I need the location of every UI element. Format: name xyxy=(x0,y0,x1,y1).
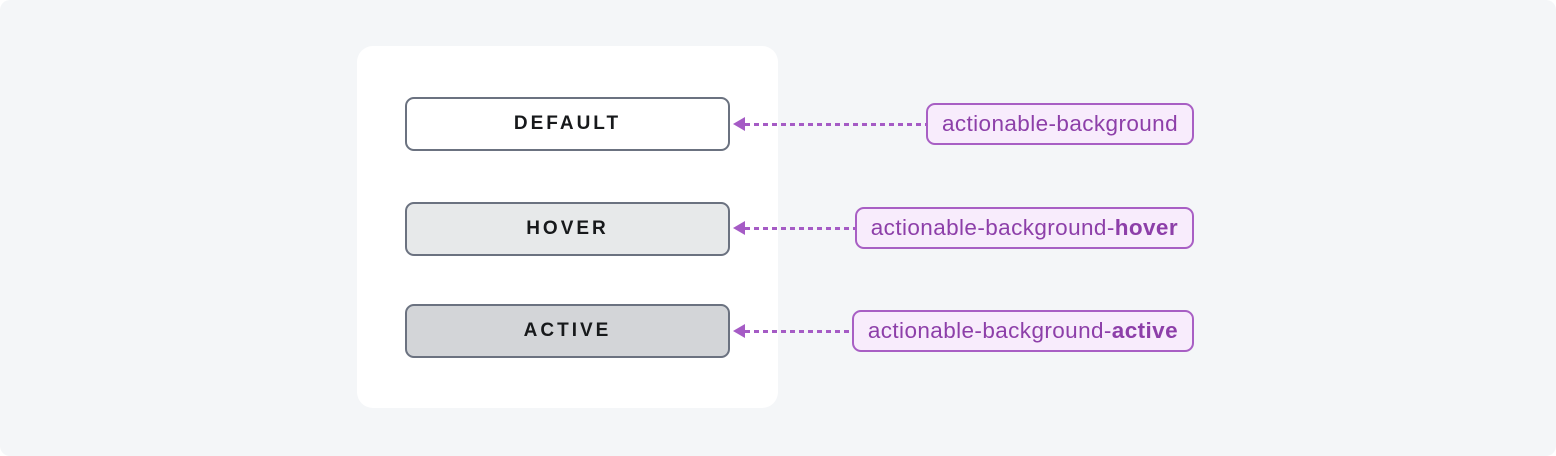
token-label-active: actionable-background-active xyxy=(851,310,1194,352)
active-state-button[interactable]: ACTIVE xyxy=(405,304,730,358)
annotation-row-hover: actionable-background-hover xyxy=(733,207,1194,249)
arrow-dashed-line xyxy=(745,122,926,126)
token-label-default: actionable-background xyxy=(925,103,1194,145)
token-text-bold: hover xyxy=(1114,215,1178,240)
token-text: actionable-background- xyxy=(867,318,1112,343)
token-label-hover: actionable-background-hover xyxy=(854,207,1194,249)
arrow-dashed-line xyxy=(745,226,855,230)
annotation-row-active: actionable-background-active xyxy=(733,310,1194,352)
arrow-left-icon xyxy=(733,324,745,338)
hover-state-button[interactable]: HOVER xyxy=(405,202,730,256)
token-text-bold: active xyxy=(1111,318,1178,343)
token-text: actionable-background xyxy=(941,111,1178,136)
arrow-left-icon xyxy=(733,221,745,235)
states-card: DEFAULT HOVER ACTIVE xyxy=(357,46,778,408)
token-text: actionable-background- xyxy=(870,215,1115,240)
arrow-dashed-line xyxy=(745,329,852,333)
arrow-left-icon xyxy=(733,117,745,131)
default-state-button[interactable]: DEFAULT xyxy=(405,97,730,151)
annotation-row-default: actionable-background xyxy=(733,103,1194,145)
